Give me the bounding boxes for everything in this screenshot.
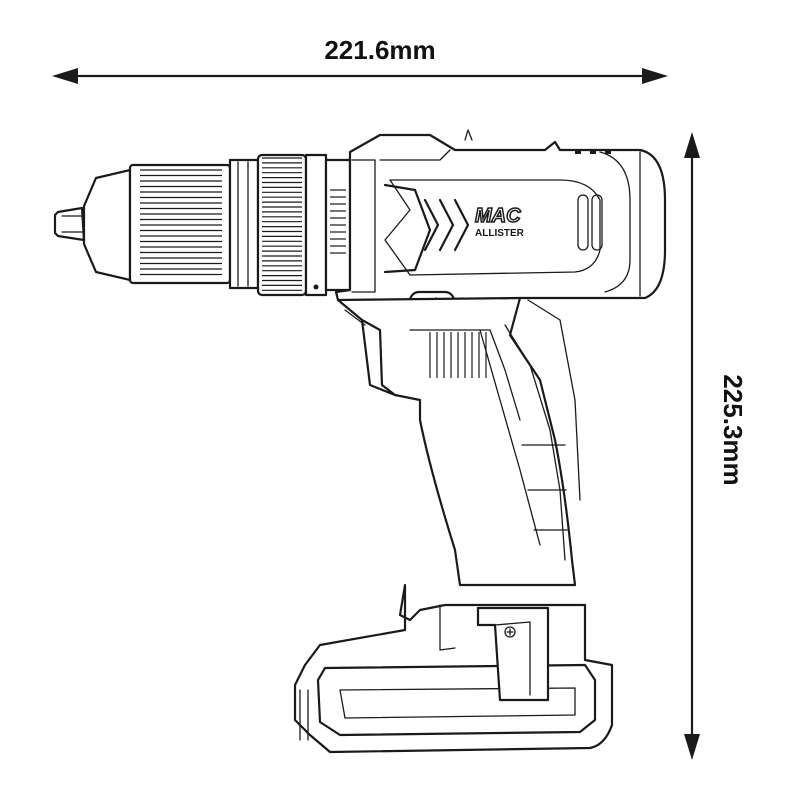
width-dimension-label: 221.6mm [324,35,436,65]
clutch-ring [256,153,352,297]
battery-pack [293,583,614,754]
brand-logo: MAC ALLISTER [474,204,525,239]
height-dimension-arrow [684,132,700,760]
brand-logo-line2: ALLISTER [475,228,525,239]
width-dimension-arrow [52,68,668,84]
chuck-tip [53,168,132,282]
chuck-sleeve [128,158,260,290]
handle-grip [336,296,581,587]
brand-logo-line1: MAC [475,205,521,227]
